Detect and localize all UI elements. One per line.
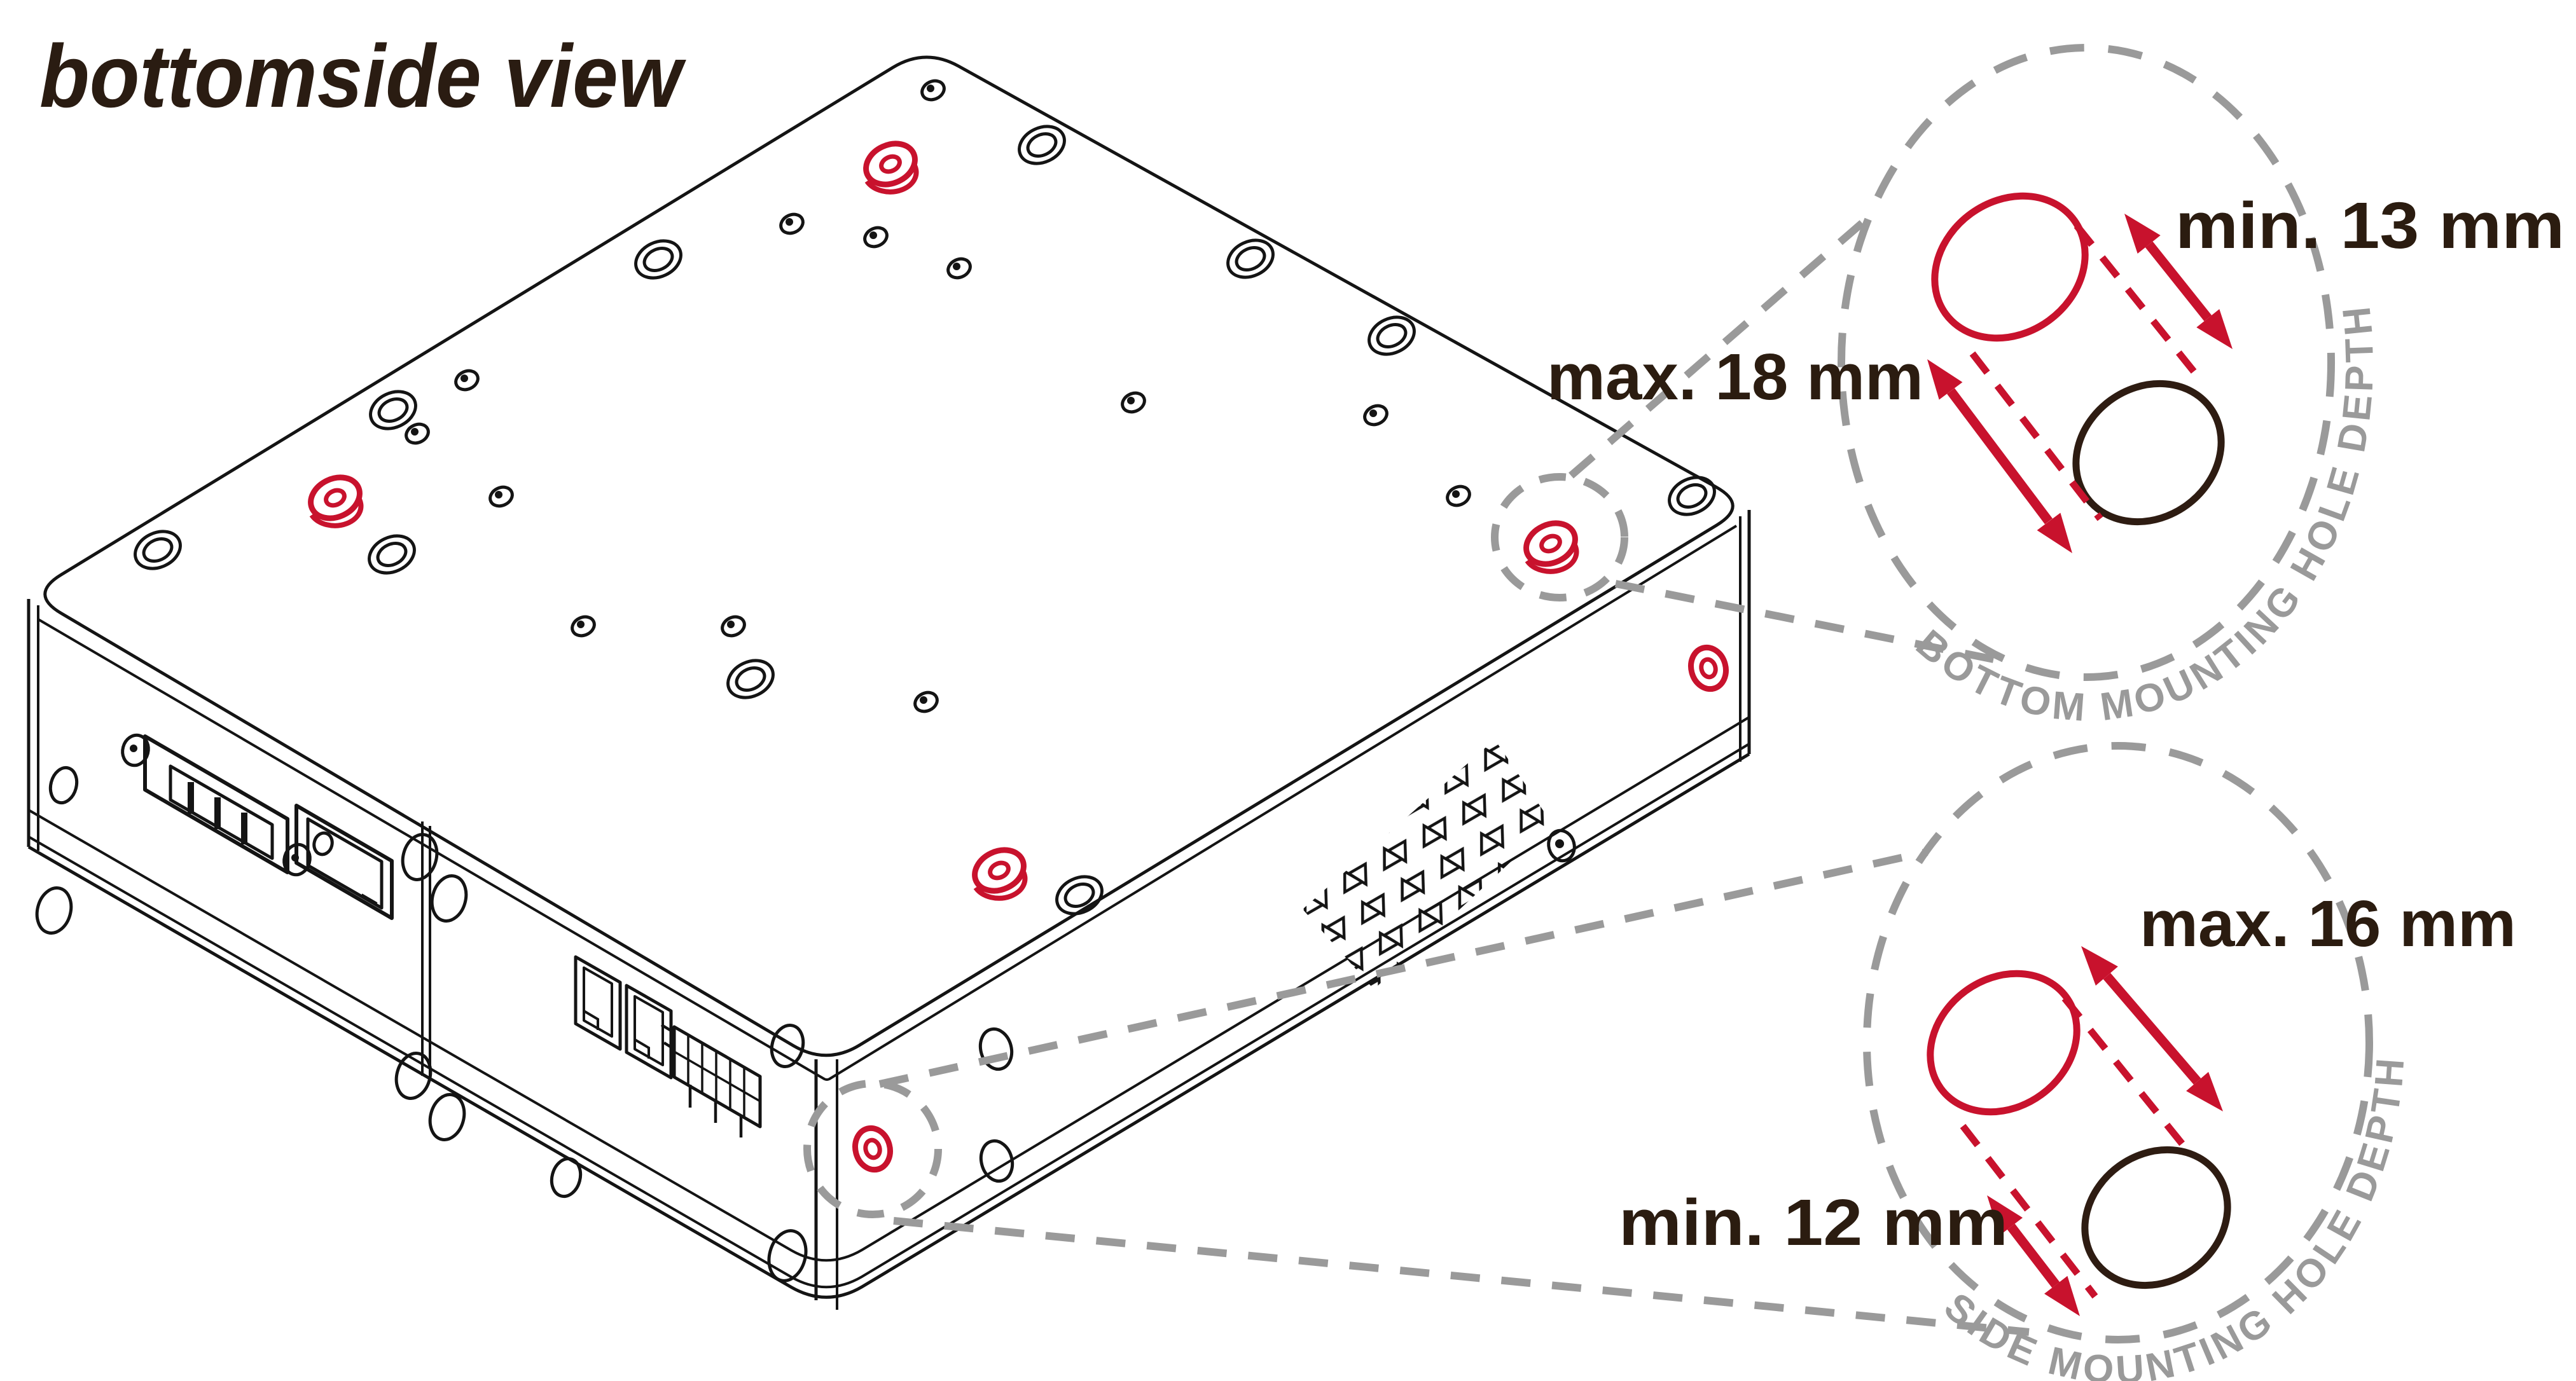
- bottom-mounting-hole-icon: [863, 141, 919, 195]
- page-title: bottomside view: [39, 26, 686, 126]
- detail-circle-bottom-hole: [1491, 473, 1628, 601]
- power-inlet-icon: [121, 733, 312, 877]
- bottom-mounting-hole-icon: [972, 847, 1028, 901]
- bottom-mounting-hole-icon: [308, 474, 364, 528]
- bottom-panel-face: [43, 55, 1735, 1057]
- depth-dashed-lines: [1960, 996, 2196, 1299]
- max-depth-label: max. 16 mm: [2140, 887, 2516, 960]
- side-panel-holes-left: [35, 766, 808, 1282]
- terminal-block-icon: [660, 1024, 762, 1137]
- hole-red: [1931, 192, 2089, 342]
- depth-arrow: [2081, 946, 2223, 1111]
- depth-dashed-lines: [1969, 223, 2207, 521]
- rj45-ports-icon: [574, 955, 673, 1080]
- screw-icon: [405, 79, 1471, 713]
- depth-arrow: [2124, 214, 2233, 349]
- side-mounting-hole-icon: [1688, 644, 1729, 692]
- device-illustration: [27, 55, 1751, 1310]
- bottom-mounting-hole-icon: [1523, 520, 1579, 574]
- min-depth-label: min. 12 mm: [1619, 1186, 2008, 1259]
- side-panel-holes-right: [978, 1027, 1014, 1183]
- callout-circle: [1838, 44, 2335, 681]
- detail-circle-side-hole: [803, 1080, 942, 1218]
- side-mounting-hole-icon: [852, 1125, 893, 1173]
- standoff-ring-icon: [134, 125, 1716, 916]
- hole-dark: [2072, 380, 2225, 526]
- screw-icon-se-face: [1547, 828, 1576, 863]
- power-switch-icon: [294, 804, 394, 920]
- min-depth-label: min. 13 mm: [2175, 189, 2565, 262]
- hole-dark: [2081, 1146, 2231, 1289]
- depth-arrow: [1987, 1195, 2080, 1316]
- callout-side-mounting: max. 16 mm min. 12 mm SIDE MOUNTING HOLE…: [1619, 742, 2516, 1381]
- max-depth-label: max. 18 mm: [1547, 340, 1923, 413]
- leader-lines: [878, 213, 2030, 1336]
- hole-red: [1927, 970, 2081, 1116]
- depth-arrow: [1927, 359, 2072, 553]
- callout-circle: [1863, 742, 2373, 1343]
- callout-bottom-mounting: min. 13 mm max. 18 mm BOTTOM MOUNTING HO…: [1547, 44, 2565, 730]
